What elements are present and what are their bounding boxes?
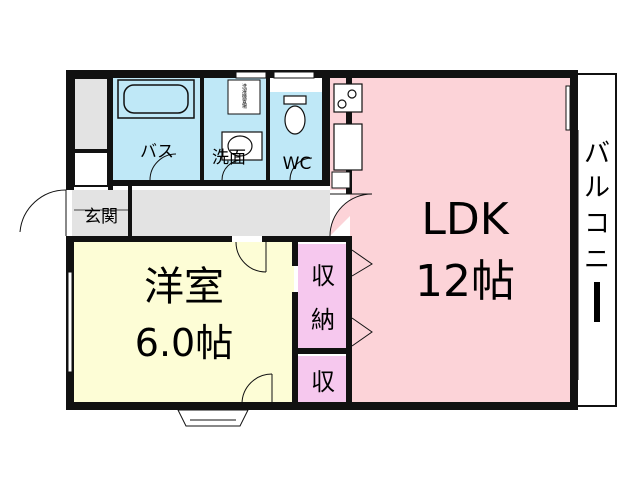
corridor-floor — [130, 190, 330, 236]
windows — [67, 71, 571, 427]
western-room-size: 6.0帖 — [135, 321, 233, 365]
storage-main-floor — [298, 244, 350, 348]
kitchen-sink-icon — [333, 123, 363, 171]
bay-window — [177, 409, 249, 427]
storage-main-label-top: 収 — [311, 262, 335, 290]
svg-text:バ: バ — [584, 139, 610, 169]
ldk-floor — [350, 76, 572, 404]
bathtub-icon — [117, 79, 195, 119]
ldk-name: LDK — [421, 194, 509, 245]
washer-tag: 洗濯機置場 — [241, 83, 247, 110]
western-room-floor — [72, 242, 294, 404]
storage-small-floor — [298, 356, 350, 404]
entrance-floor — [72, 190, 132, 236]
svg-text:ル: ル — [584, 173, 610, 203]
washroom-label: 洗面 — [212, 148, 246, 168]
toilet-icon — [283, 95, 307, 135]
svg-text:ニ: ニ — [584, 245, 610, 275]
svg-text:コ: コ — [584, 209, 610, 239]
balcony — [575, 73, 617, 407]
washer-space-icon — [227, 79, 261, 115]
toilet-label: WC — [283, 154, 312, 174]
storage-main-label-bottom: 納 — [311, 306, 335, 334]
shoe-closet — [73, 77, 109, 151]
stove-icon — [333, 83, 363, 113]
storage-small-label: 収 — [311, 368, 335, 396]
western-room-name: 洋室 — [144, 264, 224, 310]
fridge-space — [331, 171, 351, 189]
ldk-size: 12帖 — [415, 256, 515, 307]
bath-label: バス — [140, 142, 174, 162]
entrance-label: 玄関 — [84, 207, 118, 227]
doors — [19, 153, 373, 405]
hall-closet — [73, 151, 109, 187]
bath-floor — [112, 76, 202, 180]
walls — [66, 70, 578, 410]
balcony-label: バ ル コ ニ — [584, 139, 610, 322]
